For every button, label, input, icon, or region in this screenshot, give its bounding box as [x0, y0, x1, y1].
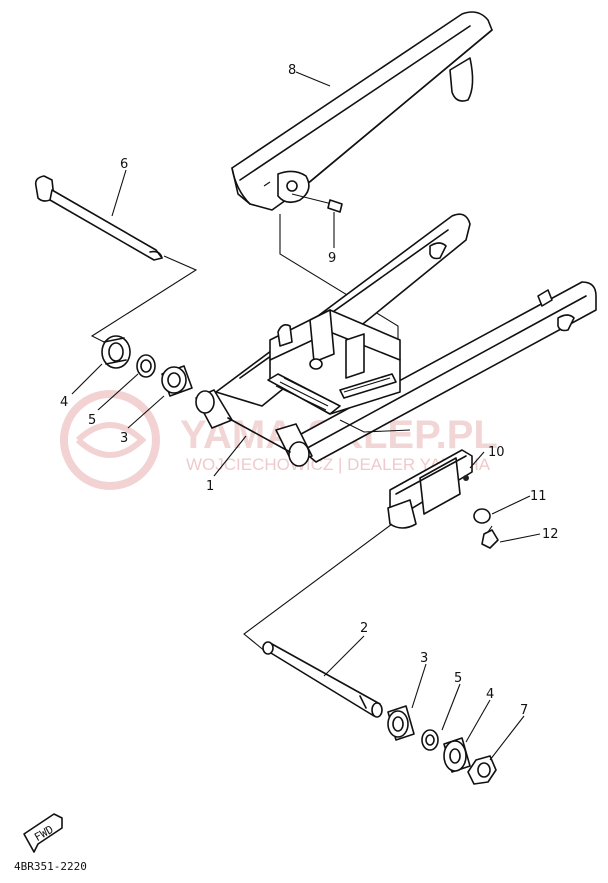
part-screw-9[interactable] [291, 193, 343, 213]
callout-5-lower: 5 [454, 671, 462, 686]
callout-3-lower: 3 [420, 651, 428, 666]
part-swingarm[interactable] [195, 213, 597, 477]
part-nut-7[interactable] [467, 755, 497, 785]
part-pivot-bolt[interactable] [262, 641, 383, 718]
callout-6: 6 [120, 157, 128, 172]
part-chain-pad[interactable] [387, 449, 473, 529]
callout-12: 12 [542, 527, 559, 542]
part-bearing-lower[interactable] [387, 705, 415, 741]
callout-5-upper: 5 [88, 413, 96, 428]
watermark-logo-icon [60, 390, 160, 490]
part-shim-lower[interactable] [421, 729, 439, 751]
part-thrust-cover-lower[interactable] [443, 737, 471, 773]
callout-leaders [71, 71, 541, 761]
part-bolt-12[interactable] [481, 525, 499, 549]
part-bearing-upper[interactable] [161, 365, 193, 397]
callout-7: 7 [520, 703, 528, 718]
callout-2: 2 [360, 621, 368, 636]
callout-11: 11 [530, 489, 547, 504]
callout-10: 10 [488, 445, 505, 460]
callout-8: 8 [288, 63, 296, 78]
callout-4-lower: 4 [486, 687, 494, 702]
leader-pivot-bolt [243, 523, 393, 653]
part-chain-guard[interactable] [231, 11, 493, 211]
callout-1: 1 [206, 479, 214, 494]
part-pivot-shaft[interactable] [34, 175, 198, 347]
callout-4-upper: 4 [60, 395, 68, 410]
drawing-code: 4BR351-2220 [14, 860, 87, 873]
part-thrust-cover-upper[interactable] [101, 335, 131, 369]
callout-3-upper: 3 [120, 431, 128, 446]
callout-9: 9 [328, 251, 336, 266]
part-collar-11[interactable] [473, 508, 491, 524]
callout-labels: 8 6 9 4 5 3 1 10 11 12 2 3 5 4 7 [60, 63, 559, 718]
fwd-arrow-icon: FWD [23, 813, 63, 853]
watermark-tagline: WOJCIECHOWICZ | DEALER YAMAHA [186, 455, 491, 474]
part-shim-upper[interactable] [136, 354, 156, 378]
